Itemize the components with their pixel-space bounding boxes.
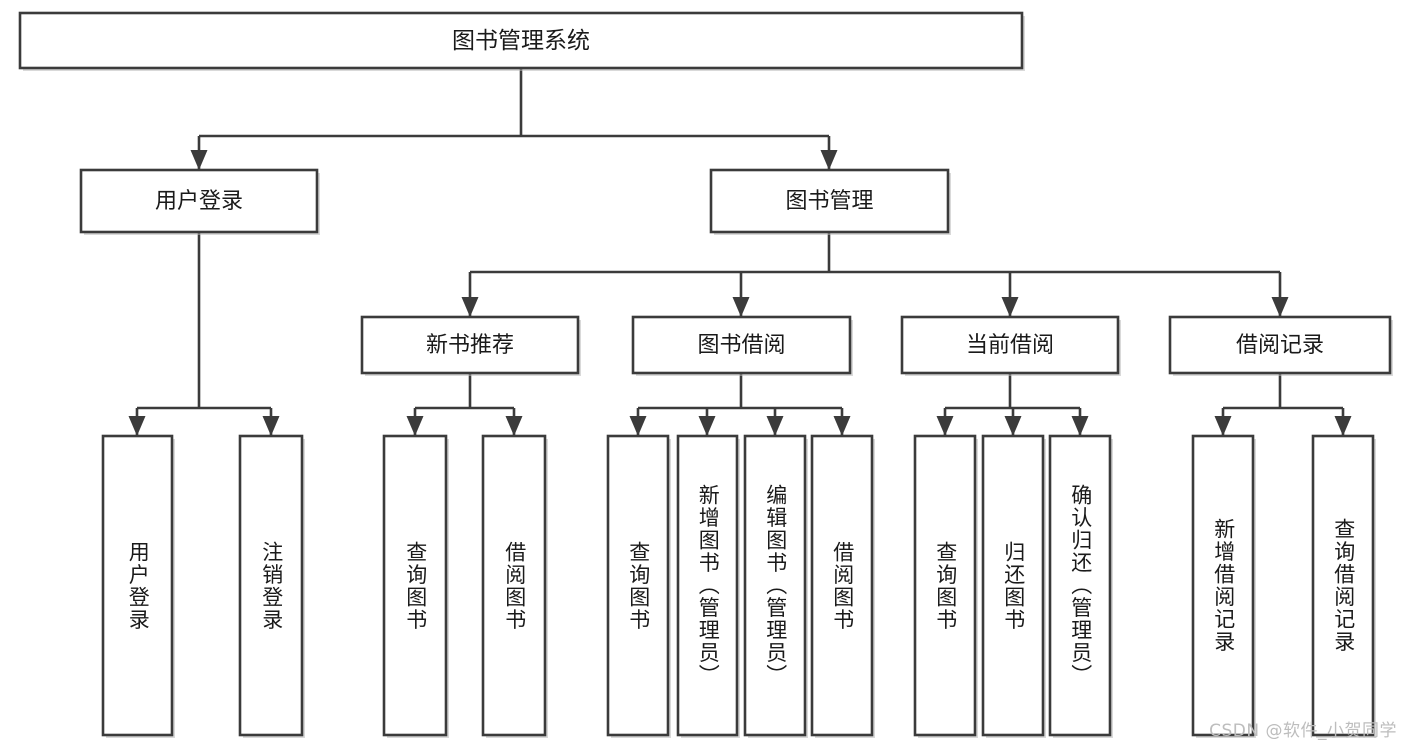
leaf-node-leaf-query-borrow-record[interactable]: [1311, 434, 1375, 737]
leaf-node-leaf-user-login[interactable]: [101, 434, 174, 737]
leaf-node-leaf-borrow-book-rec[interactable]: [481, 434, 547, 737]
leaf-node-leaf-add-borrow-record[interactable]: [1191, 434, 1255, 737]
arrow-head-icon: [1334, 416, 1352, 436]
leaf-node-leaf-query-book-borrow[interactable]: [606, 434, 670, 737]
node-label-user-login: 用户登录: [155, 189, 243, 214]
node-user-login[interactable]: [79, 168, 319, 234]
arrow-head-icon: [1214, 416, 1232, 436]
arrow-head-icon: [1001, 297, 1019, 317]
leaf-node-leaf-query-book-cur[interactable]: [913, 434, 977, 737]
arrow-head-icon: [820, 150, 838, 170]
leaf-node-leaf-query-book-rec[interactable]: [382, 434, 448, 737]
node-book-borrow[interactable]: [631, 315, 852, 375]
leaf-node-leaf-confirm-return[interactable]: [1048, 434, 1112, 737]
leaf-node-leaf-add-book[interactable]: [676, 434, 739, 737]
leaf-node-leaf-return-book[interactable]: [981, 434, 1045, 737]
watermark-text: CSDN @软件_小贺同学: [1209, 721, 1397, 741]
node-current-borrow[interactable]: [900, 315, 1120, 375]
leaf-node-leaf-borrow-book[interactable]: [810, 434, 874, 737]
node-borrow-record[interactable]: [1168, 315, 1392, 375]
arrow-head-icon: [128, 416, 146, 436]
connector-layer: [128, 68, 1352, 436]
arrow-head-icon: [262, 416, 280, 436]
leaf-node-leaf-edit-book[interactable]: [743, 434, 807, 737]
node-label-book-manage: 图书管理: [785, 189, 873, 214]
arrow-head-icon: [629, 416, 647, 436]
arrow-head-icon: [732, 297, 750, 317]
arrow-head-icon: [505, 416, 523, 436]
node-layer: [18, 11, 1393, 738]
leaf-node-leaf-user-logout[interactable]: [238, 434, 304, 737]
node-label-root: 图书管理系统: [452, 28, 590, 54]
arrow-head-icon: [1271, 297, 1289, 317]
arrow-head-icon: [1004, 416, 1022, 436]
arrow-head-icon: [936, 416, 954, 436]
arrow-head-icon: [1071, 416, 1089, 436]
arrow-head-icon: [766, 416, 784, 436]
arrow-head-icon: [461, 297, 479, 317]
arrow-head-icon: [406, 416, 424, 436]
node-new-book-recommend[interactable]: [360, 315, 580, 375]
arrow-head-icon: [833, 416, 851, 436]
node-root[interactable]: [18, 11, 1024, 70]
node-book-manage[interactable]: [709, 168, 950, 234]
arrow-head-icon: [698, 416, 716, 436]
node-label-borrow-record: 借阅记录: [1236, 333, 1324, 358]
node-label-new-book-recommend: 新书推荐: [426, 333, 514, 358]
arrow-head-icon: [190, 150, 208, 170]
node-label-book-borrow: 图书借阅: [697, 333, 785, 358]
node-label-current-borrow: 当前借阅: [966, 333, 1054, 358]
